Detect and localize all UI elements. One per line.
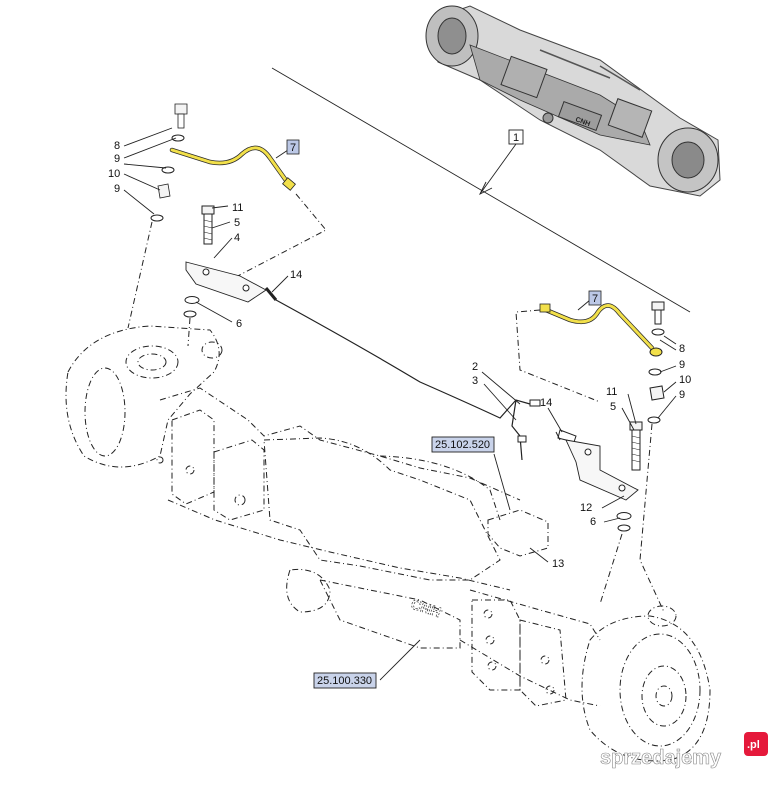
separator-line [271, 67, 691, 313]
callout-9-left-b: 9 [114, 183, 120, 195]
callout-9-right-a: 9 [679, 359, 685, 371]
callout-14-left: 14 [290, 269, 302, 281]
callout-12: 12 [580, 502, 592, 514]
callout-1: 1 [513, 132, 519, 144]
callout-6-right: 6 [590, 516, 596, 528]
callouts: 1 8 9 10 9 7 11 5 4 14 6 7 8 9 10 9 2 3 … [108, 129, 691, 689]
watermark-text: sprzedajemy [600, 747, 722, 769]
callout-5-right: 5 [610, 401, 616, 413]
watermark-suffix: .pl [747, 739, 760, 751]
ref-box-brake [431, 436, 495, 453]
callout-4: 4 [234, 232, 240, 244]
callout-1-leader [479, 143, 517, 195]
callout-11-right: 11 [606, 386, 617, 398]
callout-9-left-a: 9 [114, 153, 120, 165]
callout-1-box [508, 129, 524, 145]
callout-5-left: 5 [234, 217, 240, 229]
watermark: sprzedajemy .pl [600, 732, 768, 769]
callout-10-left: 10 [108, 168, 120, 180]
callout-14-right: 14 [540, 397, 552, 409]
callout-13: 13 [552, 558, 564, 570]
right-bracket-assembly [565, 421, 643, 605]
callout-8-left: 8 [114, 140, 120, 152]
axle-overview-illustration: CNH [425, 5, 721, 197]
callout-9-right-b: 9 [679, 389, 685, 401]
brake-pipe-7-upper [169, 145, 296, 191]
left-bracket-assembly [183, 205, 267, 347]
ref-box-axle [313, 672, 377, 689]
callout-7-upper-box [286, 139, 300, 155]
callout-7-upper: 7 [290, 142, 296, 154]
callout-10-right: 10 [679, 374, 691, 386]
right-fittings [639, 301, 665, 613]
callout-8-right: 8 [679, 343, 685, 355]
callout-leaders [123, 127, 677, 681]
svg-text:CNH: CNH [409, 596, 443, 621]
callout-6-left: 6 [236, 318, 242, 330]
ref-brake-label: 25.102.520 [435, 439, 490, 451]
brake-pipe-7-lower [539, 303, 663, 357]
watermark-badge [744, 732, 768, 756]
callout-3: 3 [472, 375, 478, 387]
callout-2: 2 [472, 361, 478, 373]
main-axle-outline: CNH [65, 325, 711, 762]
ref-axle-label: 25.100.330 [317, 675, 372, 687]
svg-text:CNH: CNH [574, 116, 591, 128]
left-fittings [127, 103, 188, 329]
callout-7-lower-box [588, 290, 602, 306]
callout-7-lower: 7 [592, 293, 598, 305]
callout-11-left: 11 [232, 202, 243, 214]
